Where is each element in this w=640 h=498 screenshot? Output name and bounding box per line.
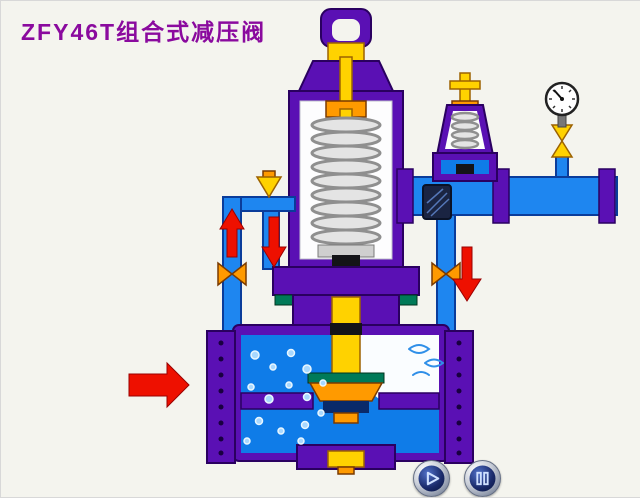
stem-band (330, 323, 362, 335)
gauge-needle (553, 89, 563, 100)
water-swirl (412, 371, 430, 376)
seat-deck-right (378, 392, 440, 410)
down-flow-arrow-left (261, 216, 287, 268)
pilot-screw-bar (449, 80, 481, 90)
disc-seal (307, 372, 385, 384)
strainer-filter (422, 184, 452, 220)
isolation-valve-left (217, 261, 247, 287)
page-title: ZFY46T组合式减压阀 (21, 19, 267, 45)
drain-plug (327, 450, 365, 468)
pause-icon (469, 465, 496, 492)
main-valve-flanges (206, 330, 474, 475)
drain-plug-tip (337, 466, 355, 475)
flow-arrows (128, 208, 482, 409)
gauge-hub (560, 97, 564, 101)
play-button[interactable] (413, 460, 450, 497)
lifting-eye-hole (332, 19, 360, 41)
inlet-flow-arrow (128, 361, 190, 409)
seat-deck-left (240, 392, 314, 410)
gauge-shutoff-valve (550, 124, 574, 158)
pause-button[interactable] (464, 460, 501, 497)
fluid-bubbles (243, 348, 327, 445)
play-icon (418, 465, 445, 492)
valve-trim (240, 296, 440, 424)
up-flow-arrow (219, 208, 245, 258)
inlet-flange (206, 330, 236, 464)
pipe-flange-ring (396, 168, 414, 224)
down-flow-arrow-right (452, 246, 482, 302)
pilot-valve (432, 72, 498, 182)
water-swirl (408, 344, 431, 354)
water-swirl (424, 358, 445, 368)
pipe-flange-ring (492, 168, 510, 224)
outlet-flange (444, 330, 474, 464)
main-spring (310, 108, 382, 267)
pressure-gauge (544, 81, 580, 128)
pipe-flange-ring (598, 168, 616, 224)
stem-locknut (332, 255, 360, 267)
diaphragm-flange (272, 266, 420, 296)
needle-valve (255, 176, 283, 199)
disc-guide (333, 412, 359, 424)
pilot-seat (456, 164, 474, 174)
under-disc-port (323, 401, 369, 413)
valve-disc (308, 382, 384, 402)
